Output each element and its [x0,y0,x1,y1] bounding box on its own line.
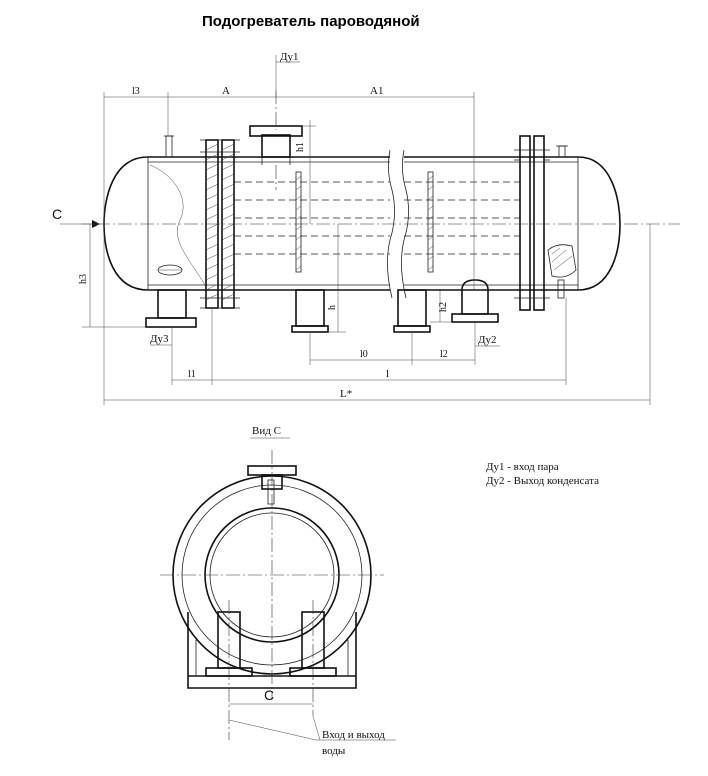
legend: Ду1 - вход пара Ду2 - Выход конденсата [486,461,599,487]
water-label-line2: воды [322,745,346,757]
dim-l: l [386,368,389,380]
legend-item-du2: Ду2 - Выход конденсата [486,475,599,487]
dim-A: A [222,85,230,97]
dim-l2: l2 [440,349,448,360]
dim-l3: l3 [132,86,140,97]
dim-l1: l1 [188,369,196,380]
drawing-title: Подогреватель пароводяной [202,13,420,30]
legend-item-du1: Ду1 - вход пара [486,461,559,473]
label-c-arrow: С [52,206,62,222]
dim-h1: h1 [295,142,306,152]
dim-h3: h3 [78,274,89,284]
dim-h2: h2 [438,302,449,312]
side-view [96,90,680,333]
dimensions: l3 A A1 Ду1 h1 С h3 Ду3 h h2 [52,51,651,405]
label-du3: Ду3 [150,333,169,345]
water-label-line1: Вход и выход [322,729,385,741]
label-du2: Ду2 [478,334,497,346]
view-c-title: Вид С [252,425,281,437]
view-c: Вид С С Вход и выход воды [160,425,396,757]
label-du1-top: Ду1 [280,51,299,63]
dim-c-bottom: С [264,687,274,703]
dim-h: h [327,305,338,310]
dim-L: L* [340,388,352,400]
dim-A1: A1 [370,85,383,97]
dim-l0: l0 [360,349,368,360]
